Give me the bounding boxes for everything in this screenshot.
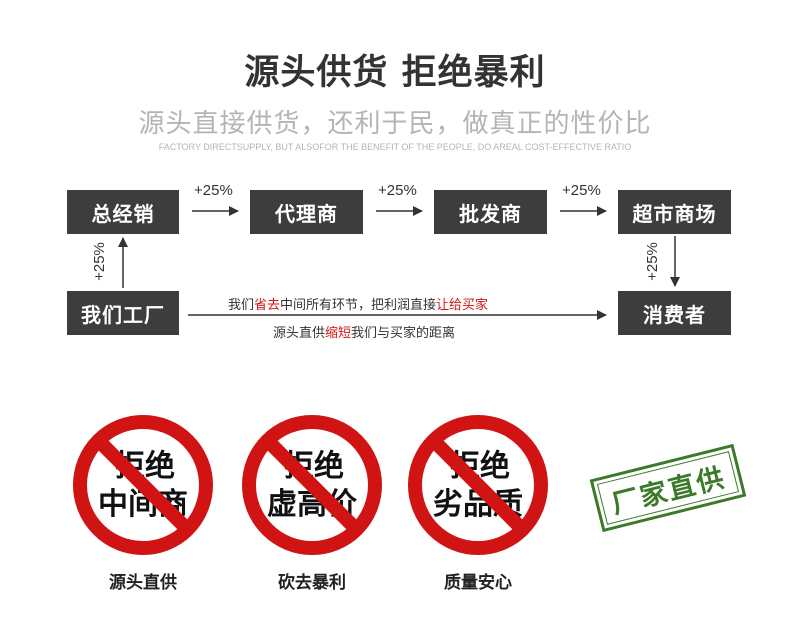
box-supermarket: 超市商场 — [618, 190, 731, 234]
note-highlight: 让给买家 — [436, 298, 489, 313]
markup-label: +25% — [194, 182, 233, 199]
flow-note-bottom: 源头直供缩短我们与买家的距离 — [273, 322, 455, 341]
note-highlight: 缩短 — [325, 326, 352, 341]
flow-note-top: 我们省去中间所有环节，把利润直接让给买家 — [228, 294, 488, 313]
page-title: 源头供货 拒绝暴利 — [244, 53, 546, 93]
note-text: 我们 — [228, 298, 255, 313]
note-text: 源头直供 — [273, 326, 326, 341]
note-text: 我们与买家的距离 — [351, 326, 456, 341]
markup-label-vertical: +25% — [90, 242, 108, 281]
box-distributor: 总经销 — [67, 190, 179, 234]
box-wholesaler: 批发商 — [434, 190, 547, 234]
markup-label: +25% — [378, 182, 417, 199]
markup-label: +25% — [562, 182, 601, 199]
page-subtitle: 源头直接供货，还利于民，做真正的性价比 — [138, 109, 652, 139]
prohibition-sign-poor-quality: 拒绝 劣品质 — [408, 415, 548, 555]
sign-caption: 砍去暴利 — [278, 573, 346, 593]
box-agent: 代理商 — [250, 190, 363, 234]
sign-caption: 质量安心 — [444, 573, 512, 593]
box-consumer: 消费者 — [618, 291, 731, 335]
note-highlight: 省去 — [254, 298, 281, 313]
sign-caption: 源头直供 — [109, 573, 177, 593]
note-text: 中间所有环节，把利润直接 — [280, 298, 437, 313]
page-tagline: FACTORY DIRECTSUPPLY, BUT ALSOFOR THE BE… — [158, 142, 632, 152]
prohibition-sign-middleman: 拒绝 中间商 — [73, 415, 213, 555]
prohibition-sign-inflated-price: 拒绝 虚高价 — [242, 415, 382, 555]
box-factory: 我们工厂 — [67, 291, 179, 335]
markup-label-vertical: +25% — [643, 242, 661, 281]
